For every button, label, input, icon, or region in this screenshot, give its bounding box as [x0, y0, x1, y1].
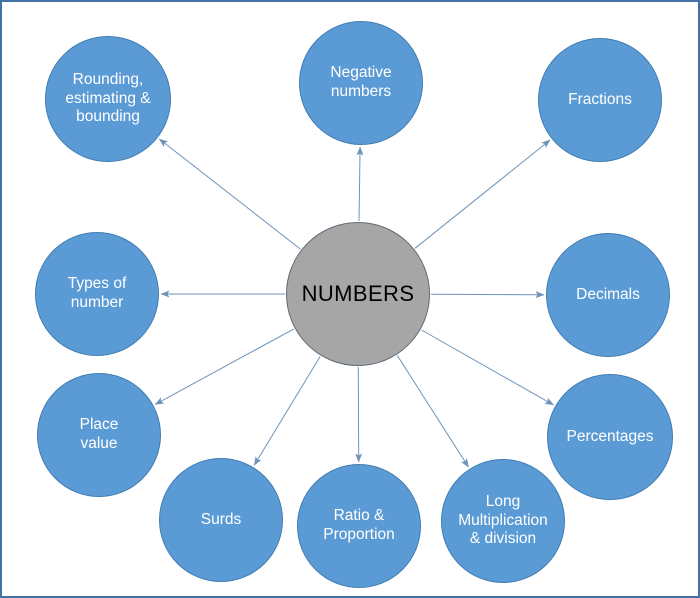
- node-label-percentages: Percentages: [566, 427, 654, 445]
- center-node-label: NUMBERS: [301, 280, 415, 306]
- node-label-fractions: Fractions: [568, 90, 632, 108]
- node-surds[interactable]: Surds: [159, 458, 283, 582]
- node-label-types-of-number: Types of number: [67, 275, 127, 311]
- node-ratio-proportion[interactable]: Ratio & Proportion: [297, 464, 421, 588]
- node-fractions[interactable]: Fractions: [538, 38, 662, 162]
- node-label-surds: Surds: [200, 510, 242, 528]
- node-types-of-number[interactable]: Types of number: [35, 232, 159, 356]
- node-label-decimals: Decimals: [576, 285, 640, 303]
- node-place-value[interactable]: Place value: [37, 373, 161, 497]
- node-label-negative-numbers: Negative numbers: [330, 64, 392, 100]
- node-long-multiplication-division[interactable]: Long Multiplication & division: [441, 459, 565, 583]
- edge-numbers-to-surds: [253, 356, 321, 466]
- node-rounding-estimating-bounding[interactable]: Rounding, estimating & bounding: [45, 36, 171, 162]
- node-label-ratio-proportion: Ratio & Proportion: [323, 507, 395, 543]
- edge-numbers-to-percentages: [421, 329, 554, 406]
- node-negative-numbers[interactable]: Negative numbers: [299, 21, 423, 145]
- node-label-rounding-estimating-bounding: Rounding, estimating & bounding: [65, 70, 151, 126]
- edge-numbers-to-place-value: [154, 328, 295, 405]
- edge-numbers-to-long-multiplication-division: [396, 355, 469, 468]
- node-label-place-value: Place value: [79, 416, 119, 452]
- node-label-long-multiplication-division: Long Multiplication & division: [458, 492, 548, 548]
- center-node-numbers[interactable]: NUMBERS: [286, 222, 430, 366]
- node-percentages[interactable]: Percentages: [547, 374, 673, 500]
- edge-numbers-to-negative-numbers: [356, 146, 364, 222]
- edge-numbers-to-rounding-estimating-bounding: [158, 138, 301, 250]
- edge-numbers-to-fractions: [414, 139, 551, 249]
- node-decimals[interactable]: Decimals: [546, 233, 670, 357]
